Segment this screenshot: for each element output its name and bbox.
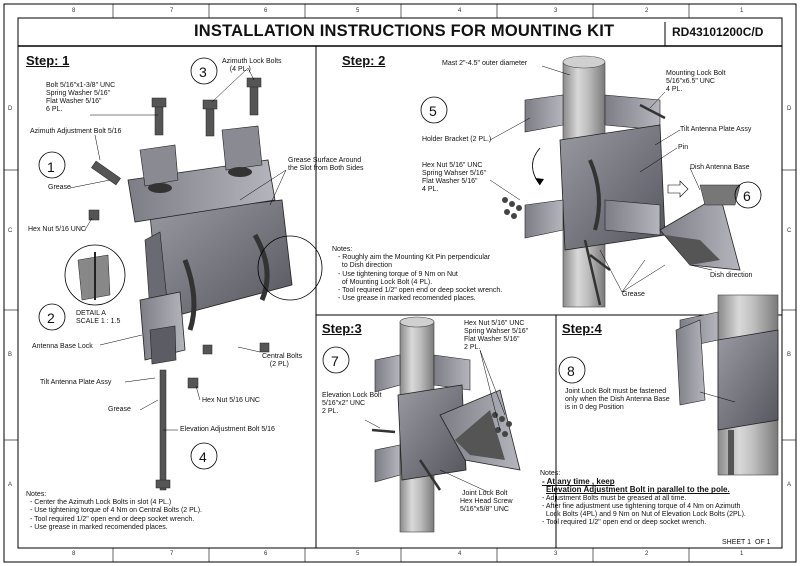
page-title: INSTALLATION INSTRUCTIONS FOR MOUNTING K… <box>194 22 615 40</box>
note-line: - Tool required 1/2" open end or deep so… <box>542 519 707 527</box>
note-line: Lock Bolts (4PL) and 9 Nm on Nut of Elev… <box>542 511 746 519</box>
callout-elevation-adjustment-bolt: Elevation Adjustment Bolt 5/16 <box>180 426 275 433</box>
zone-bottom-4: 4 <box>458 551 462 557</box>
zone-bottom-8: 8 <box>72 551 76 557</box>
note-line: - Adjustment Bolts must be greased at al… <box>542 494 687 502</box>
zone-side-d-right: D <box>787 106 792 112</box>
zone-side-b-right: B <box>787 352 792 358</box>
zone-top-4: 4 <box>458 8 462 14</box>
callout-mast: Mast 2"-4.5" outer diameter <box>442 60 528 67</box>
zone-bottom-7: 7 <box>170 551 174 557</box>
note-line: - Tool required 1/2" open end or deep so… <box>30 515 195 523</box>
step-number-4: 4 <box>199 449 207 465</box>
callout-hex-nut-2: Hex Nut 5/16 UNC <box>202 397 260 404</box>
zone-top-6: 6 <box>264 8 268 14</box>
callout-holder-bracket: Holder Bracket (2 PL.) <box>422 136 492 143</box>
zone-top-7: 7 <box>170 8 174 14</box>
callout-dish-antenna-base: Dish Antenna Base <box>690 164 750 171</box>
note-line: - Tool required 1/2" open end or deep so… <box>338 287 503 295</box>
zone-bottom-1: 1 <box>740 551 744 557</box>
zone-side-a: A <box>8 482 13 488</box>
note-line: of Mounting Lock Bolt (4 PL). <box>338 278 433 286</box>
notes-title: Notes: <box>332 246 353 253</box>
step-number-1: 1 <box>47 159 55 175</box>
step3-assembly <box>364 316 521 533</box>
step1-notes: Notes: - Center the Azimuth Lock Bolts i… <box>26 491 202 532</box>
step4-heading: Step:4 <box>562 321 602 336</box>
note-line-bold: - At any time , keep <box>542 477 615 487</box>
callout-central-bolts: Central Bolts (2 PL) <box>262 353 303 368</box>
callout-azimuth-lock-bolts: Azimuth Lock Bolts (4 PL.) <box>222 58 282 73</box>
zone-top-2: 2 <box>645 8 649 14</box>
zone-bottom-3: 3 <box>554 551 558 557</box>
step3-heading: Step:3 <box>322 321 362 336</box>
zone-side-c-right: C <box>787 228 792 234</box>
step2-assembly <box>489 55 741 308</box>
note-line: - After fine adjustment use tightening t… <box>542 502 741 510</box>
document-number: RD43101200C/D <box>672 25 764 39</box>
callout-azimuth-adjustment-bolt: Azimuth Adjustment Bolt 5/16 <box>30 128 122 135</box>
notes-title: Notes: <box>540 470 561 477</box>
zone-side-d: D <box>8 106 13 112</box>
step1-assembly <box>64 67 323 491</box>
callout-hex-nut: Hex Nut 5/16 UNC <box>28 226 86 233</box>
note-line: - Use grease in marked recomended places… <box>30 523 168 531</box>
zone-side-c: C <box>8 228 13 234</box>
sheet-number: SHEET 1 OF 1 <box>722 539 771 546</box>
callout-dish-direction: Dish direction <box>710 272 753 279</box>
step4-assembly <box>675 294 779 476</box>
note-line: to Dish direction <box>338 262 393 270</box>
step1-heading: Step: 1 <box>26 53 70 68</box>
step-number-5: 5 <box>429 103 437 119</box>
callout-grease: Grease <box>48 184 71 191</box>
step-number-6: 6 <box>743 188 751 204</box>
callout-pin: Pin <box>678 144 689 151</box>
zone-top-1: 1 <box>740 8 744 14</box>
zone-side-a-right: A <box>787 482 792 488</box>
zone-top-8: 8 <box>72 8 76 14</box>
callout-grease-2: Grease <box>108 406 131 413</box>
step4-notes: Notes: - At any time , keep Elevation Ad… <box>540 470 746 527</box>
note-line: - Use tightening torque of 4 Nm on Centr… <box>30 507 202 515</box>
zone-bottom-2: 2 <box>645 551 649 557</box>
step-number-7: 7 <box>331 353 339 369</box>
step-number-8: 8 <box>567 363 575 379</box>
zone-bottom-6: 6 <box>264 551 268 557</box>
callout-tilt-plate-2: Tilt Antenna Plate Assy <box>680 126 752 133</box>
note-line: - Roughly aim the Mounting Kit Pin perpe… <box>338 254 491 262</box>
note-line: - Center the Azimuth Lock Bolts in slot … <box>30 499 172 507</box>
note-line-bold: Elevation Adjustment Bolt in parallel to… <box>546 485 730 495</box>
step2-heading: Step: 2 <box>342 53 386 68</box>
step-number-3: 3 <box>199 64 207 80</box>
note-line: - Use grease in marked recomended places… <box>338 295 476 303</box>
notes-title: Notes: <box>26 491 47 498</box>
step2-notes: Notes: - Roughly aim the Mounting Kit Pi… <box>332 246 502 303</box>
note-line: - Use tightening torque of 9 Nm on Nut <box>338 270 458 278</box>
step-number-2: 2 <box>47 310 55 326</box>
zone-top-3: 3 <box>554 8 558 14</box>
callout-tilt-plate: Tilt Antenna Plate Assy <box>40 379 112 386</box>
callout-grease-step2: Grease <box>622 291 645 298</box>
zone-side-b: B <box>8 352 13 358</box>
zone-bottom-5: 5 <box>356 551 360 557</box>
callout-antenna-base-lock: Antenna Base Lock <box>32 343 93 350</box>
zone-top-5: 5 <box>356 8 360 14</box>
